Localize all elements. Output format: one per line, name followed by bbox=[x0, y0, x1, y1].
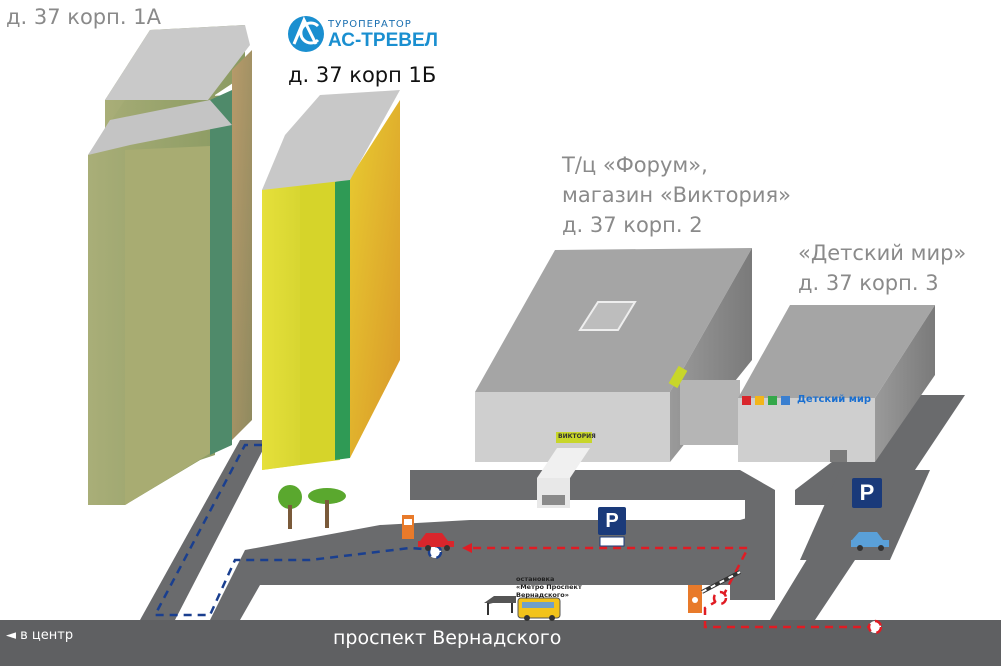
label-forum-line3: д. 37 корп. 2 bbox=[562, 213, 703, 237]
label-forum-line2: магазин «Виктория» bbox=[562, 183, 791, 207]
bus-icon bbox=[517, 597, 561, 621]
left-driveway bbox=[140, 440, 268, 620]
walking-route bbox=[152, 443, 443, 617]
forum-building bbox=[475, 248, 752, 508]
bus-stop-label-line1: остановка bbox=[516, 575, 555, 583]
security-booth-icon bbox=[402, 515, 414, 539]
label-forum-line1: Т/ц «Форум», bbox=[562, 153, 708, 177]
bus-stop-label-line2: «Метро Проспект bbox=[516, 583, 582, 591]
label-building-1b: д. 37 корп 1Б bbox=[288, 63, 437, 87]
to-center-label: ◄ в центр bbox=[6, 628, 74, 643]
label-detsky-line2: д. 37 корп. 3 bbox=[798, 271, 939, 295]
as-travel-logo-icon bbox=[288, 16, 324, 52]
main-avenue bbox=[0, 620, 1001, 666]
driving-route bbox=[462, 543, 883, 635]
tree-icon bbox=[278, 485, 302, 509]
logo-caption: ТУРОПЕРАТОР bbox=[328, 19, 412, 30]
detsky-mir-sign: Детский мир bbox=[797, 394, 872, 405]
barrier-icon bbox=[688, 570, 741, 613]
parking-sign bbox=[852, 478, 882, 508]
parking-sign-label: P bbox=[605, 510, 619, 532]
building-1b bbox=[262, 90, 400, 470]
logo-name: АС-ТРЕВЕЛ bbox=[328, 30, 438, 51]
bus-stop-icon bbox=[484, 596, 516, 615]
car-icon bbox=[851, 532, 889, 551]
bus-stop-label-line3: Вернадского» bbox=[516, 591, 569, 599]
tree-icon bbox=[308, 488, 346, 504]
bus-stop-label: остановка «Метро Проспект Вернадского» bbox=[516, 575, 582, 599]
car-icon bbox=[418, 533, 454, 551]
detsky-mir-building bbox=[738, 305, 935, 462]
label-detsky-line1: «Детский мир» bbox=[798, 241, 967, 265]
building-1a bbox=[88, 25, 252, 505]
service-loop bbox=[410, 470, 775, 520]
right-parking bbox=[800, 470, 930, 560]
label-building-1a: д. 37 корп. 1А bbox=[6, 5, 161, 29]
viktoria-sign: ВИКТОРИЯ bbox=[558, 433, 596, 440]
main-street-label: проспект Вернадского bbox=[333, 627, 562, 649]
parking-sign bbox=[598, 507, 626, 547]
inner-road bbox=[210, 510, 775, 620]
parking-sign-label: P bbox=[859, 480, 875, 505]
trees bbox=[278, 485, 346, 529]
